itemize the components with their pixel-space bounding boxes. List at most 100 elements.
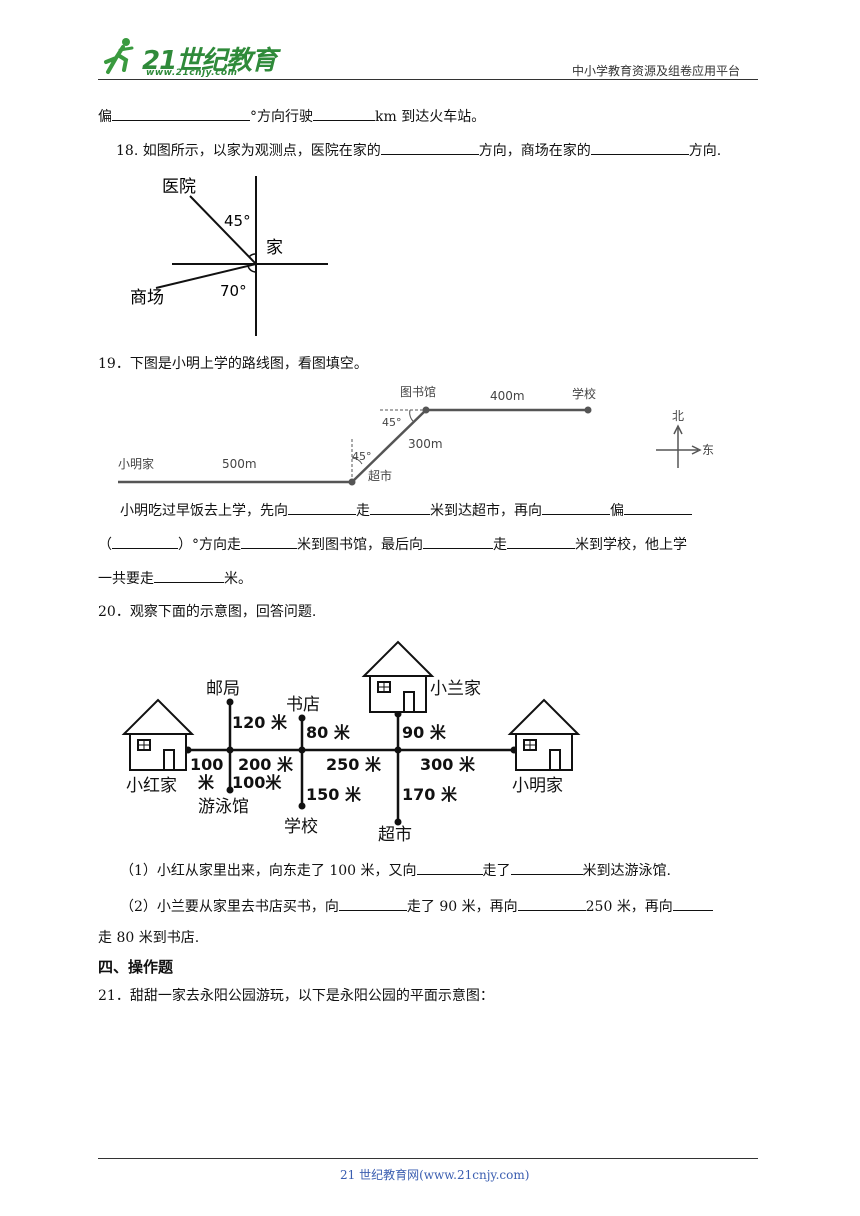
q19-diag-distance: 300m: [408, 437, 443, 451]
q20-d250: 250 米: [326, 755, 382, 774]
q18-angle-70: 70°: [220, 282, 247, 300]
q19-l2-text-e: 米到学校，他上学: [575, 537, 687, 553]
q17-blank-2[interactable]: [313, 106, 375, 121]
q19-l1-text-d: 偏: [610, 503, 624, 519]
q20-xiaoming-label: 小明家: [512, 776, 563, 796]
xiaolan-house-icon: [361, 640, 435, 713]
q19-line-1: 小明吃过早饭去上学，先向 走 米到达超市，再向 偏: [120, 500, 692, 521]
q19-l1-text-b: 走: [356, 503, 370, 519]
q20-part-1: （1）小红从家里出来，向东走了 100 米，又向 走了 米到达游泳馆.: [120, 860, 671, 881]
q20-d120: 120 米: [232, 713, 288, 732]
q19-blank-2[interactable]: [370, 500, 430, 515]
q20-p1-text-c: 米到达游泳馆.: [582, 863, 671, 879]
q18-text-1: 18. 如图所示，以家为观测点，医院在家的: [116, 143, 381, 159]
q20-d100c: 100米: [232, 773, 282, 792]
q19-figure: 图书馆 400m 学校 45° 300m 45° 小明家 500m 超市 北 东: [118, 384, 714, 486]
q20-market-label: 超市: [378, 825, 412, 845]
q20-p1-text-b: 走了: [482, 863, 511, 879]
compass-north: 北: [672, 409, 684, 423]
q20-d170: 170 米: [402, 785, 458, 804]
logo-url: www.21cnjy.com: [146, 68, 238, 78]
q18-angle-45: 45°: [224, 212, 251, 230]
q19-bottom-distance: 500m: [222, 457, 257, 471]
q19-blank-1[interactable]: [288, 500, 356, 515]
q19-blank-6[interactable]: [241, 534, 297, 549]
q19-angle-top: 45°: [382, 416, 402, 429]
q18-mall-label: 商场: [130, 288, 164, 308]
q20-p1-text-a: （1）小红从家里出来，向东走了 100 米，又向: [120, 863, 417, 879]
q19-market-label: 超市: [368, 468, 392, 483]
q19-blank-3[interactable]: [542, 500, 610, 515]
q20-pool-label: 游泳馆: [198, 797, 249, 817]
q18-figure: 医院 45° 家 商场 70°: [130, 176, 328, 336]
q19-library-label: 图书馆: [400, 384, 436, 399]
q20-d200: 200 米: [238, 755, 294, 774]
q18-line: 18. 如图所示，以家为观测点，医院在家的 方向，商场在家的 方向.: [116, 140, 721, 161]
q18-hospital-label: 医院: [162, 177, 196, 197]
q20-blank-5[interactable]: [672, 896, 713, 911]
q18-blank-1[interactable]: [380, 140, 479, 155]
q20-d300: 300 米: [420, 755, 476, 774]
header-rule: [98, 79, 758, 80]
q17-blank-1[interactable]: [112, 106, 250, 121]
q20-d100b: 米: [198, 773, 215, 792]
q18-blank-2[interactable]: [590, 140, 689, 155]
q20-xiaolan-label: 小兰家: [430, 679, 481, 699]
footer-rule: [98, 1158, 758, 1159]
q18-text-3: 方向.: [688, 143, 722, 159]
q18-text-2: 方向，商场在家的: [478, 143, 591, 159]
q19-l1-text-a: 小明吃过早饭去上学，先向: [120, 503, 288, 519]
q17-text-3: km 到达火车站。: [375, 109, 486, 125]
q20-d150: 150 米: [306, 785, 362, 804]
q19-l1-text-c: 米到达超市，再向: [430, 503, 542, 519]
q19-l2-text-a: （: [98, 537, 112, 553]
q19-blank-4[interactable]: [624, 500, 692, 515]
q19-angle-bottom: 45°: [352, 450, 372, 463]
q19-home-label: 小明家: [118, 456, 154, 471]
xiaohong-house-icon: [121, 698, 195, 771]
q19-line-2: （ ）°方向走 米到图书馆，最后向 走 米到学校，他上学: [98, 534, 687, 555]
q20-blank-2[interactable]: [510, 860, 583, 875]
q20-d100a: 100: [190, 755, 223, 774]
q19-blank-9[interactable]: [154, 568, 224, 583]
q20-p2-text-a: （2）小兰要从家里去书店买书，向: [120, 899, 339, 915]
q20-post-label: 邮局: [206, 679, 240, 699]
q20-bookstore-label: 书店: [286, 695, 320, 715]
q19-title: 19．下图是小明上学的路线图，看图填空。: [98, 356, 368, 372]
q20-p2-text-c: 250 米，再向: [585, 899, 673, 915]
xiaoming-house-icon: [507, 698, 581, 771]
section-4-heading: 四、操作题: [98, 958, 174, 976]
q18-home-label: 家: [266, 238, 283, 258]
compass-east: 东: [702, 443, 714, 457]
q19-line-3: 一共要走 米。: [98, 568, 252, 589]
q20-school-label: 学校: [284, 817, 318, 837]
q20-d90: 90 米: [402, 723, 447, 742]
q20-blank-3[interactable]: [338, 896, 407, 911]
q19-blank-7[interactable]: [423, 534, 493, 549]
q19-l2-text-d: 走: [493, 537, 507, 553]
q17-tail-line: 偏 °方向行驶 km 到达火车站。: [98, 106, 485, 127]
q20-part-2b: 走 80 米到书店.: [98, 930, 200, 946]
q17-text-1: 偏: [98, 109, 112, 125]
q19-top-distance: 400m: [490, 389, 525, 403]
q19-l3-text-a: 一共要走: [98, 571, 154, 587]
q20-part-2: （2）小兰要从家里去书店买书，向 走了 90 米，再向 250 米，再向: [120, 896, 713, 917]
q19-l2-text-c: 米到图书馆，最后向: [297, 537, 423, 553]
q20-blank-4[interactable]: [517, 896, 586, 911]
q19-blank-5[interactable]: [112, 534, 178, 549]
footer-text: 21 世纪教育网(www.21cnjy.com): [340, 1168, 530, 1182]
q20-title: 20．观察下面的示意图，回答问题.: [98, 604, 317, 620]
q19-l2-text-b: ）°方向走: [178, 537, 241, 553]
logo-text: 21世纪教育: [142, 46, 277, 76]
q19-blank-8[interactable]: [507, 534, 575, 549]
q20-d80: 80 米: [306, 723, 351, 742]
q20-xiaohong-label: 小红家: [126, 776, 177, 796]
q19-school-label: 学校: [572, 386, 596, 401]
q20-blank-1[interactable]: [416, 860, 483, 875]
q20-p2-text-b: 走了 90 米，再向: [406, 899, 518, 915]
q20-figure: 邮局 书店 小兰家 小红家 小明家 游泳馆 学校 超市 120 米 80 米 9…: [121, 640, 581, 845]
q19-l3-text-b: 米。: [224, 571, 252, 587]
q21-text: 21．甜甜一家去永阳公园游玩，以下是永阳公园的平面示意图：: [98, 988, 494, 1004]
q17-text-2: °方向行驶: [250, 109, 313, 125]
platform-title: 中小学教育资源及组卷应用平台: [572, 64, 741, 78]
